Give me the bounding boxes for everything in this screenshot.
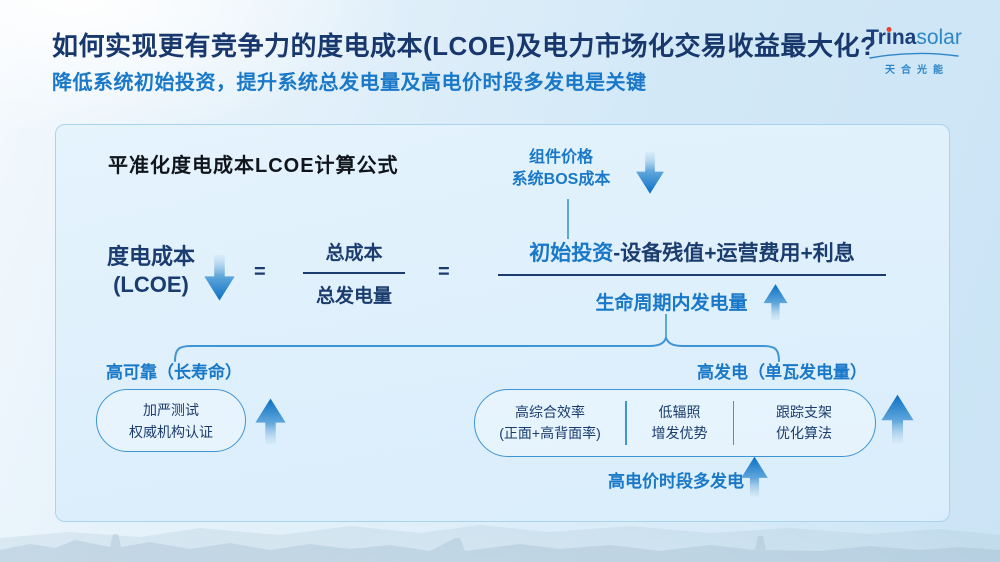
- lifecycle-generation-label: 生命周期内发电量: [595, 293, 748, 314]
- reliability-branch-label: 高可靠（长寿命）: [106, 363, 242, 382]
- module-cost-label: 组件价格 系统BOS成本: [511, 149, 611, 188]
- generation-branch-label: 高发电（单瓦发电量）: [697, 363, 867, 382]
- efficiency-cell: 高综合效率 (正面+高背面率): [499, 404, 601, 441]
- down-arrow-icon: [204, 255, 235, 301]
- connector-line-bottom: [665, 314, 667, 339]
- down-arrow-icon: [636, 152, 664, 194]
- low-irradiance-cell: 低辐照 增发优势: [651, 404, 708, 441]
- logo-tagline: 天合光能: [885, 65, 949, 76]
- logo-swoosh-icon: [869, 52, 959, 59]
- fraction-line: [498, 274, 886, 276]
- connector-line-top: [567, 199, 569, 239]
- pill-divider: [732, 401, 734, 445]
- logo-red-dot-i: i: [885, 26, 892, 49]
- up-arrow-icon: [741, 456, 768, 497]
- equals-sign: =: [438, 261, 450, 283]
- lcoe-label: 度电成本 (LCOE): [106, 244, 195, 297]
- fraction-investment: 初始投资-设备残值+运营费用+利息 生命周期内发电量: [493, 237, 891, 320]
- city-skyline-image: [0, 525, 1000, 562]
- fraction-line: [303, 272, 405, 274]
- page-subtitle: 降低系统初始投资，提升系统总发电量及高电价时段多发电是关键: [52, 72, 647, 94]
- peak-price-generation-label: 高电价时段多发电: [608, 472, 744, 491]
- pill-divider: [625, 401, 627, 445]
- tracker-algorithm-cell: 跟踪支架 优化算法: [776, 404, 832, 441]
- trinasolar-logo: Trinasolar 天合光能: [864, 26, 964, 76]
- up-arrow-icon: [763, 284, 787, 320]
- page-title: 如何实现更有竞争力的度电成本(LCOE)及电力市场化交易收益最大化?: [52, 31, 877, 61]
- testing-certification-oval: 加严测试 权威机构认证: [96, 389, 246, 452]
- card-heading: 平准化度电成本LCOE计算公式: [108, 155, 399, 177]
- up-arrow-icon: [881, 394, 914, 443]
- initial-investment-highlight: 初始投资: [529, 242, 614, 265]
- trinasolar-logo-text: Trinasolar: [866, 26, 962, 49]
- lcoe-formula-card: 平准化度电成本LCOE计算公式 组件价格 系统BOS成本 度电成本 (LCOE)…: [55, 124, 950, 522]
- curly-brace: [174, 337, 780, 362]
- generation-factors-pill: 高综合效率 (正面+高背面率) 低辐照 增发优势 跟踪支架 优化算法: [474, 389, 876, 457]
- equals-sign: =: [254, 261, 266, 283]
- up-arrow-icon: [255, 398, 286, 444]
- fraction-total-cost: 总成本 总发电量: [300, 238, 408, 308]
